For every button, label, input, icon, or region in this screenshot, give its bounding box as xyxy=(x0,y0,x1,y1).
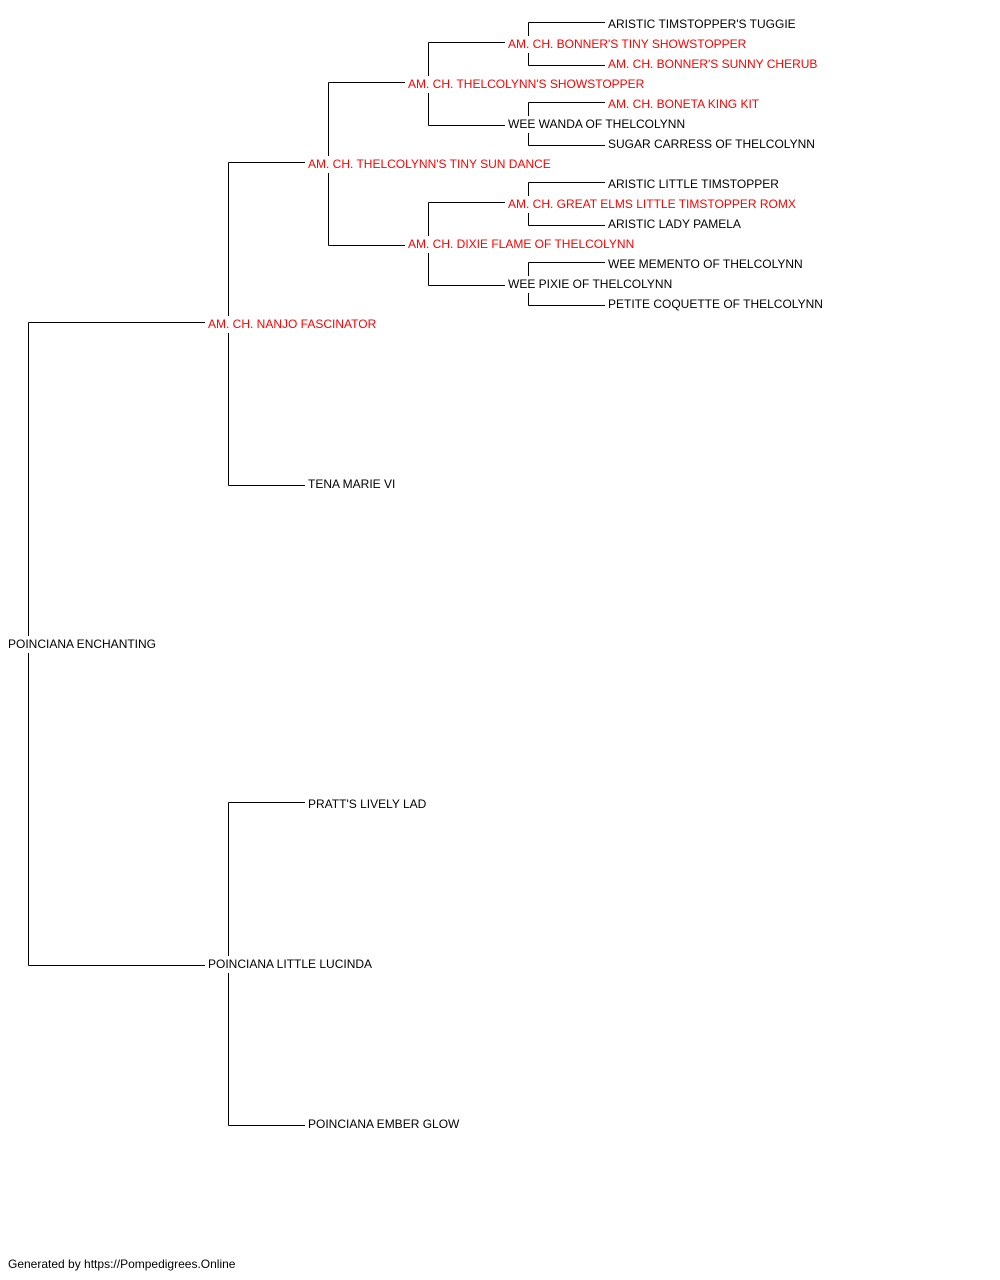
ancestor-ssdd: WEE PIXIE OF THELCOLYNN xyxy=(506,277,675,291)
ancestor-ssddd: PETITE COQUETTE OF THELCOLYNN xyxy=(606,297,825,311)
ancestor-sssd: WEE WANDA OF THELCOLYNN xyxy=(506,117,688,131)
great-granddam-ssd: AM. CH. DIXIE FLAME OF THELCOLYNN xyxy=(406,237,637,251)
ancestor-sssdd: SUGAR CARRESS OF THELCOLYNN xyxy=(606,137,817,151)
paternal-granddam: TENA MARIE VI xyxy=(306,477,398,491)
ancestor-sssss: ARISTIC TIMSTOPPER'S TUGGIE xyxy=(606,17,798,31)
ancestor-ssds: AM. CH. GREAT ELMS LITTLE TIMSTOPPER ROM… xyxy=(506,197,798,211)
ancestor-ssss: AM. CH. BONNER'S TINY SHOWSTOPPER xyxy=(506,37,749,51)
ancestor-ssdsd: ARISTIC LADY PAMELA xyxy=(606,217,743,231)
maternal-granddam: POINCIANA EMBER GLOW xyxy=(306,1117,462,1131)
dam: POINCIANA LITTLE LUCINDA xyxy=(206,957,375,971)
subject-dog: POINCIANA ENCHANTING xyxy=(6,637,159,651)
ancestor-sssds: AM. CH. BONETA KING KIT xyxy=(606,97,762,111)
sire: AM. CH. NANJO FASCINATOR xyxy=(206,317,379,331)
ancestor-ssdds: WEE MEMENTO OF THELCOLYNN xyxy=(606,257,805,271)
great-grandsire-sss: AM. CH. THELCOLYNN'S SHOWSTOPPER xyxy=(406,77,647,91)
paternal-grandsire: AM. CH. THELCOLYNN'S TINY SUN DANCE xyxy=(306,157,553,171)
generator-credit: Generated by https://Pompedigrees.Online xyxy=(8,1257,236,1271)
ancestor-ssdss: ARISTIC LITTLE TIMSTOPPER xyxy=(606,177,781,191)
ancestor-ssssd: AM. CH. BONNER'S SUNNY CHERUB xyxy=(606,57,820,71)
maternal-grandsire: PRATT'S LIVELY LAD xyxy=(306,797,429,811)
